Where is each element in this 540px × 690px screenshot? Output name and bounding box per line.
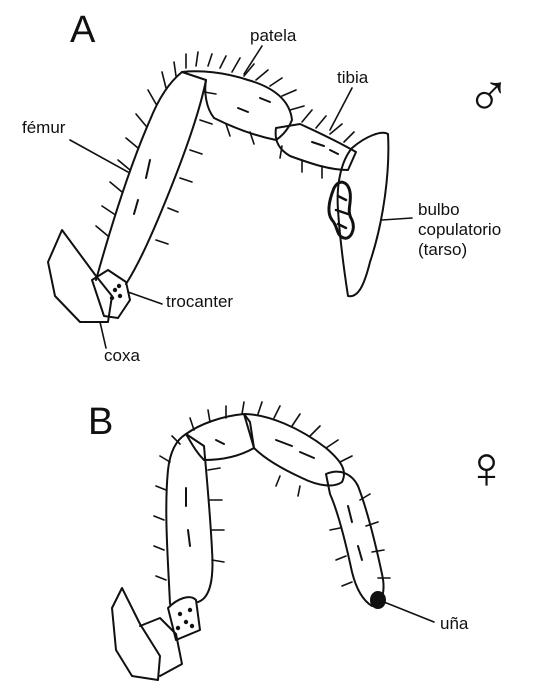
leader-una — [384, 602, 434, 622]
label-bulbo-line3: (tarso) — [418, 240, 467, 260]
leader-tibia — [330, 88, 352, 130]
leader-bulbo — [382, 218, 412, 220]
tarso-bulbo-a — [338, 133, 389, 296]
label-patela: patela — [250, 26, 296, 46]
bulbo-structure-a — [329, 182, 353, 238]
label-bulbo-line1: bulbo — [418, 200, 460, 220]
label-coxa: coxa — [104, 346, 140, 366]
leader-femur — [70, 140, 128, 172]
coxa-b — [112, 588, 160, 680]
leader-coxa — [100, 322, 106, 348]
patela-b — [186, 414, 254, 460]
panel-b-letter: B — [88, 402, 113, 442]
label-tibia: tibia — [337, 68, 368, 88]
label-trocanter: trocanter — [166, 292, 233, 312]
femur-a — [96, 72, 206, 284]
tarso-b — [326, 472, 384, 606]
leader-patela — [244, 46, 262, 74]
male-symbol: ♂ — [466, 66, 511, 126]
label-una: uña — [440, 614, 468, 634]
leader-trocanter — [128, 292, 162, 304]
trocanter-b — [168, 597, 200, 640]
tibia-b — [244, 414, 344, 485]
panel-a-letter: A — [70, 10, 95, 50]
female-symbol: ♀ — [464, 438, 509, 498]
label-femur: fémur — [22, 118, 65, 138]
una-claw-b — [371, 592, 385, 608]
label-bulbo-line2: copulatorio — [418, 220, 501, 240]
